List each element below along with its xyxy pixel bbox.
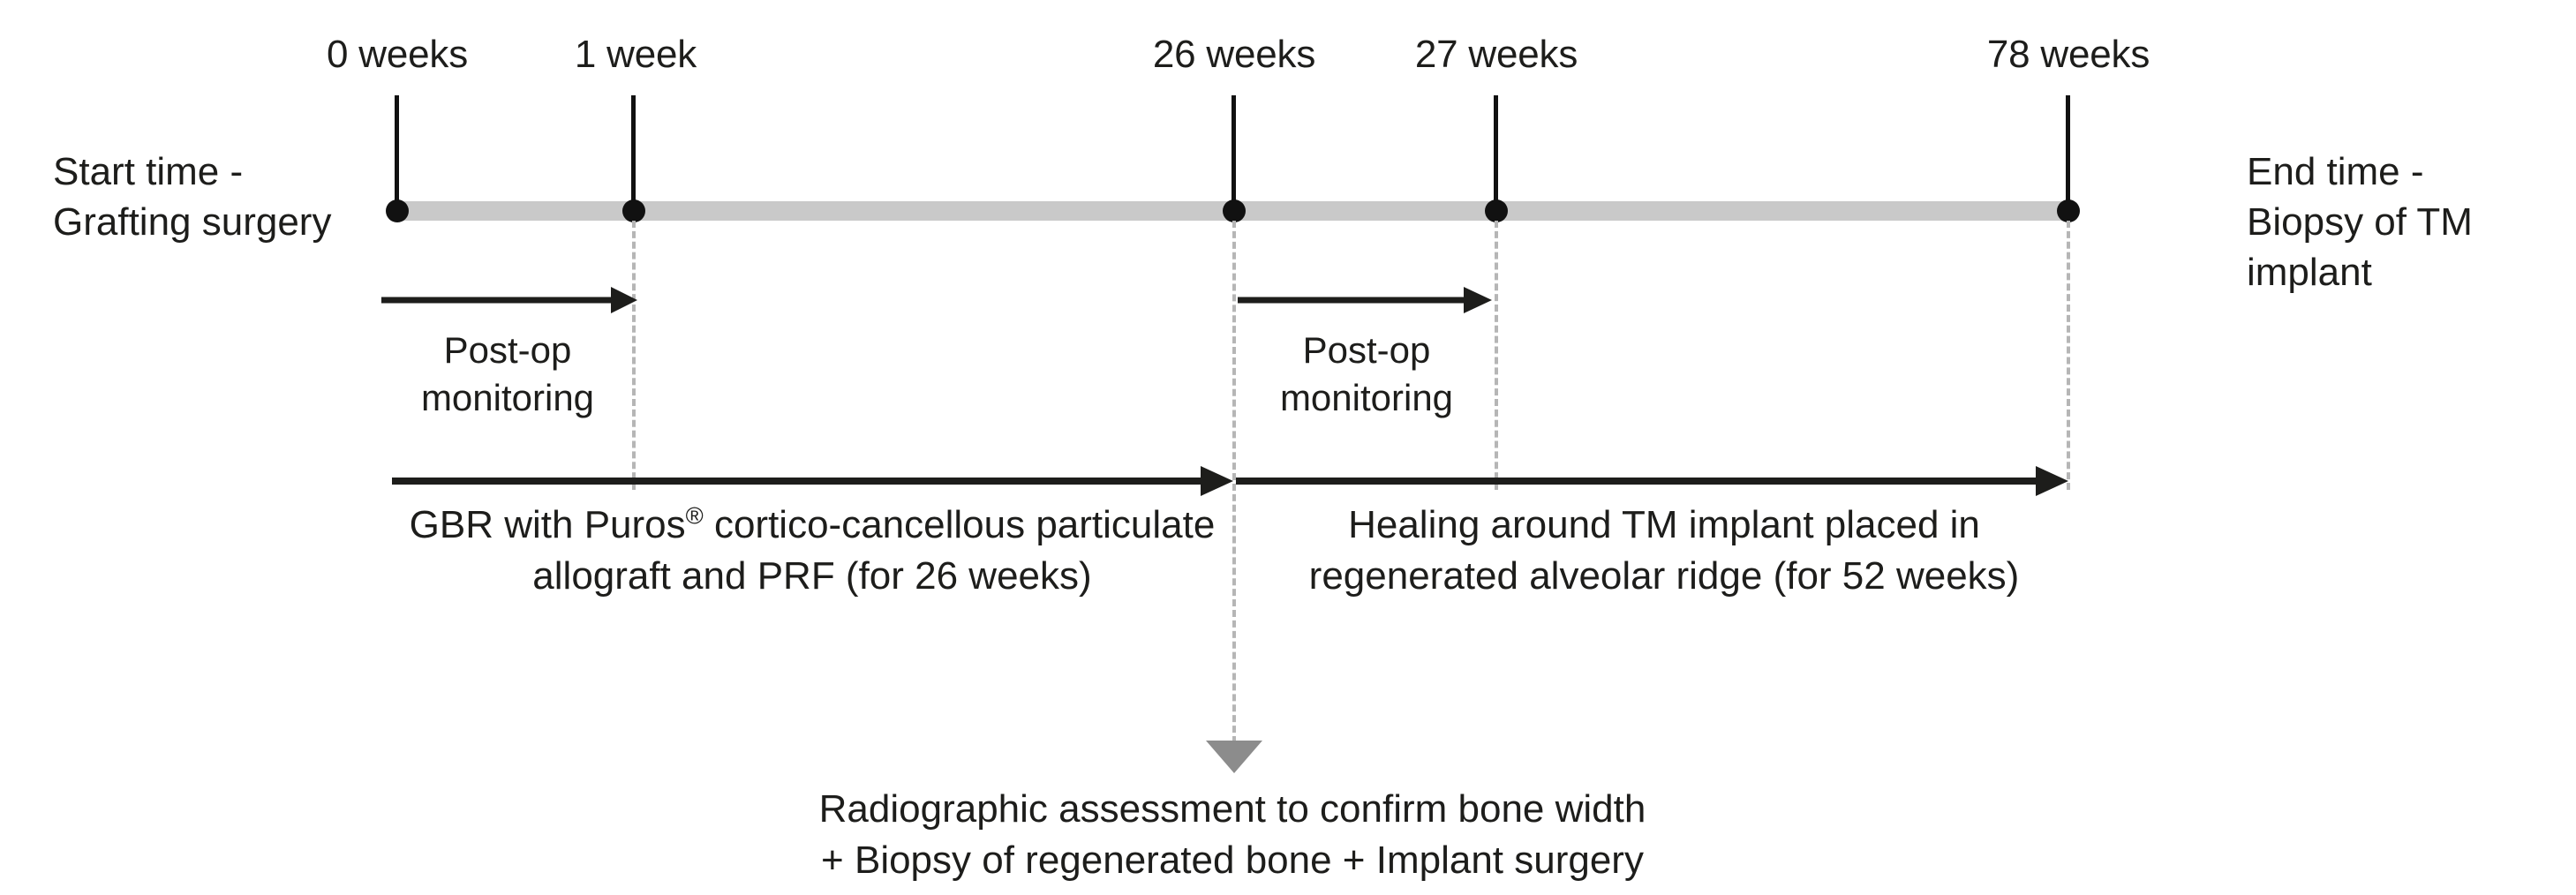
postop-1-arrow bbox=[381, 287, 637, 313]
dashed-guide-wk26 bbox=[1232, 221, 1236, 743]
phase-gbr-text-before: GBR with Puros bbox=[409, 503, 686, 546]
milestone-stem-wk78 bbox=[2066, 95, 2070, 206]
dashed-guide-wk27 bbox=[1495, 221, 1498, 490]
milestone-stem-wk27 bbox=[1494, 95, 1498, 206]
phase-healing-text: Healing around TM implant placed in rege… bbox=[1308, 503, 2020, 598]
postop-1-label: Post-op monitoring bbox=[420, 329, 595, 418]
dashed-guide-wk1 bbox=[632, 221, 636, 490]
registered-trademark-icon: ® bbox=[685, 501, 704, 530]
milestone-dot-wk1[interactable] bbox=[622, 199, 645, 222]
milestone-dot-wk27[interactable] bbox=[1485, 199, 1508, 222]
milestone-stem-wk26 bbox=[1232, 95, 1236, 206]
postop-2-label: Post-op monitoring bbox=[1279, 329, 1454, 418]
milestone-stem-wk1 bbox=[631, 95, 636, 206]
radiographic-callout-line2: + Biopsy of regenerated bone + Implant s… bbox=[821, 839, 1644, 882]
milestone-dot-wk0[interactable] bbox=[386, 199, 409, 222]
start-time-caption: Start time - Grafting surgery bbox=[53, 150, 332, 244]
phase-gbr-text-after: cortico-cancellous particulate allograft… bbox=[532, 503, 1216, 598]
milestone-label-wk1: 1 week bbox=[574, 33, 697, 76]
milestone-label-wk78: 78 weeks bbox=[1986, 33, 2150, 76]
milestone-dot-wk78[interactable] bbox=[2057, 199, 2080, 222]
milestone-label-wk26: 26 weeks bbox=[1152, 33, 1316, 76]
phase-healing-label: Healing around TM implant placed in rege… bbox=[1254, 500, 2075, 602]
phase-gbr-label: GBR with Puros® cortico-cancellous parti… bbox=[393, 500, 1232, 602]
dashed-guide-wk78 bbox=[2067, 221, 2070, 490]
phase-gbr-arrow bbox=[392, 466, 1233, 496]
arrow-down-icon bbox=[1206, 741, 1262, 773]
milestone-label-wk0: 0 weeks bbox=[326, 33, 468, 76]
milestone-dot-wk26[interactable] bbox=[1223, 199, 1246, 222]
radiographic-callout-line1: Radiographic assessment to confirm bone … bbox=[818, 787, 1646, 831]
milestone-stem-wk0 bbox=[395, 95, 399, 206]
postop-2-arrow bbox=[1238, 287, 1492, 313]
milestone-label-wk27: 27 weeks bbox=[1414, 33, 1578, 76]
phase-healing-arrow bbox=[1236, 466, 2068, 496]
end-time-caption: End time - Biopsy of TM implant bbox=[2247, 150, 2473, 295]
